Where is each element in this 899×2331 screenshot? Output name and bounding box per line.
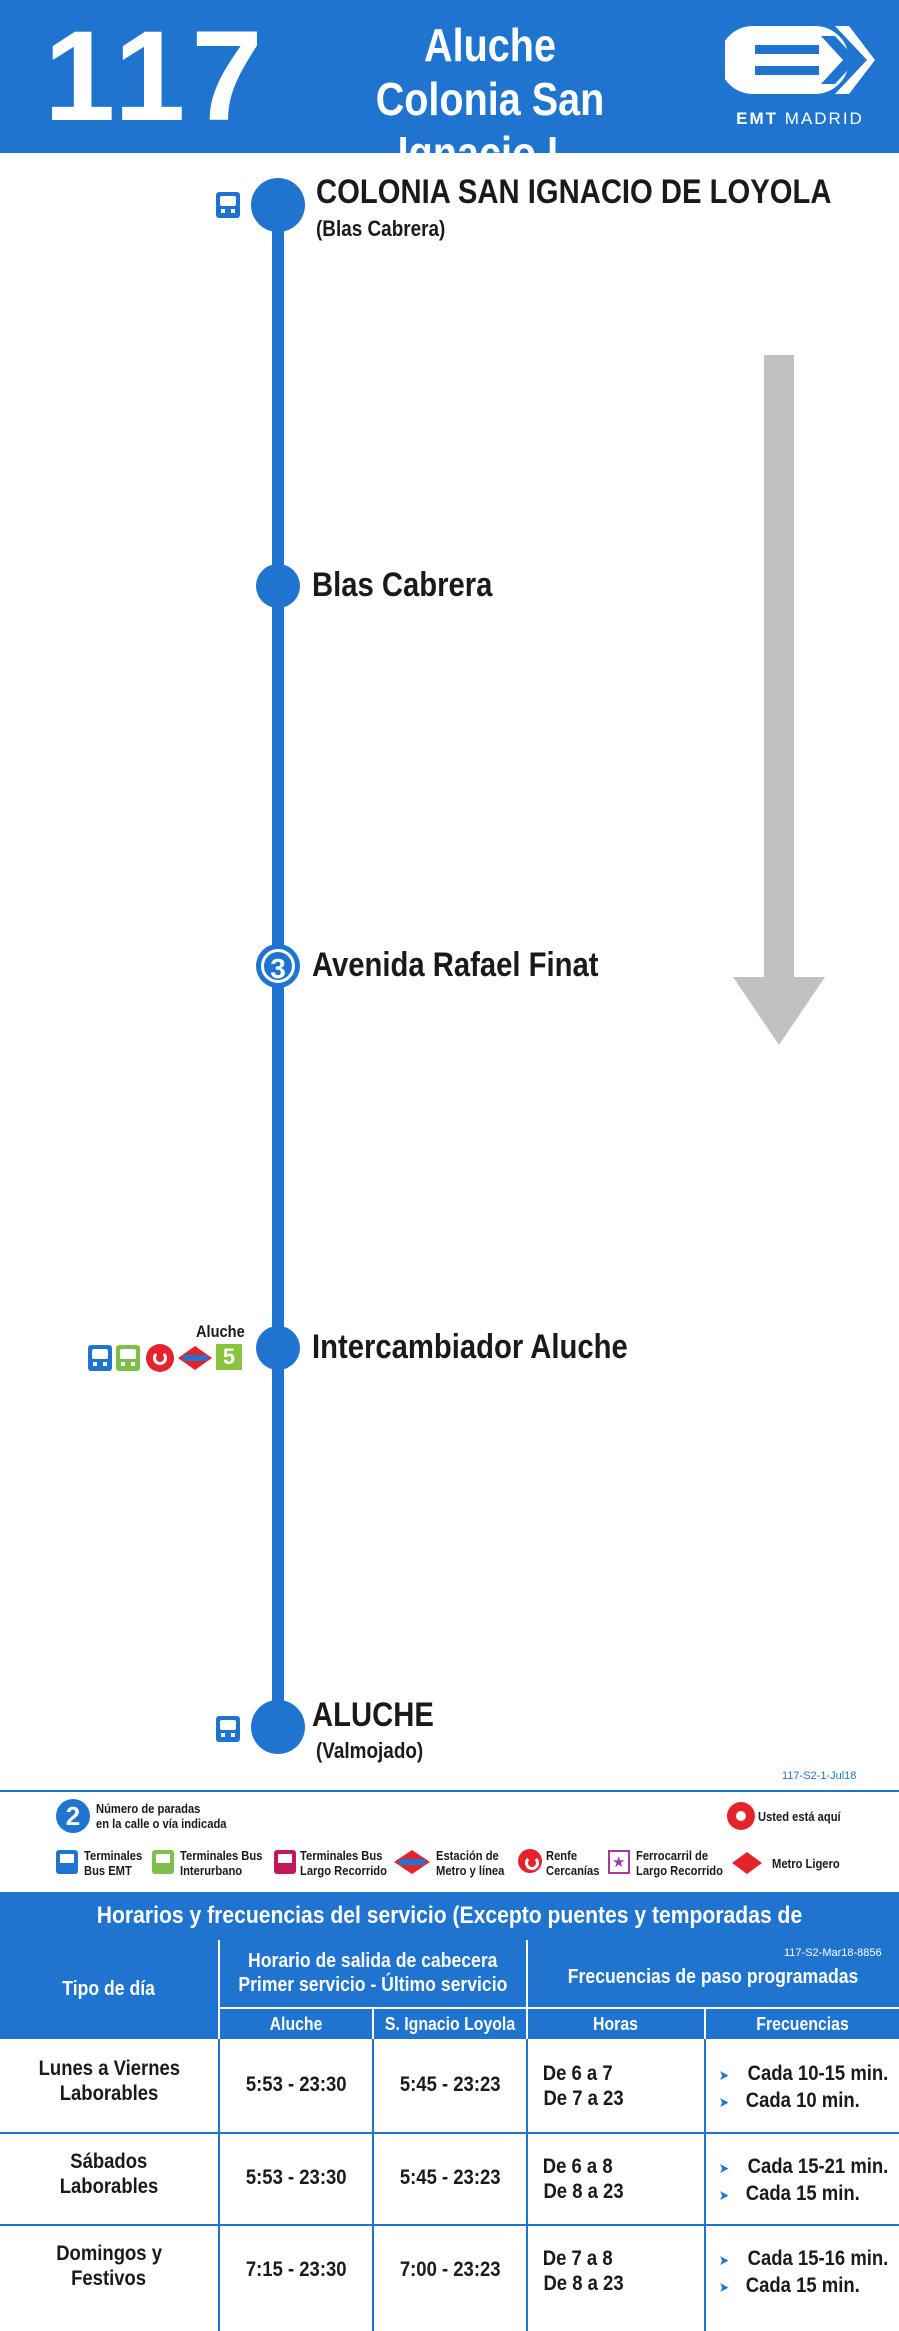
renfe-cercanias-icon xyxy=(146,1344,174,1372)
direction-arrow-shaft xyxy=(764,355,794,985)
route-title: Aluche Colonia San Ignacio L. xyxy=(314,18,667,180)
metro-line-badge: 5 xyxy=(216,1344,242,1370)
bus-terminal-emt-icon xyxy=(216,1716,240,1742)
frequencies: ➤Cada 15-21 min. ➤Cada 15 min. xyxy=(718,2154,898,2208)
stops-count: 3 xyxy=(261,949,295,984)
legend-bus-long-distance-icon xyxy=(274,1850,296,1874)
arrow-icon: ➤ xyxy=(718,2279,730,2295)
aluche-times: 5:53 - 23:30 xyxy=(245,2073,347,2096)
stop-name: Blas Cabrera xyxy=(312,566,493,604)
map-code: 117-S2-1-Jul18 xyxy=(782,1770,857,1782)
col-aluche: Aluche xyxy=(269,2014,323,2034)
aluche-times: 7:15 - 23:30 xyxy=(245,2258,347,2281)
legend-long-distance-rail-icon xyxy=(608,1850,630,1874)
emt-logo: EMT MADRID xyxy=(719,18,875,133)
timetable-code: 117-S2-Mar18-8856 xyxy=(784,1947,882,1959)
stop-subtitle: (Blas Cabrera) xyxy=(316,216,446,241)
col-loyola: S. Ignacio Loyola xyxy=(384,2014,516,2034)
logo-text: EMT MADRID xyxy=(736,109,864,128)
divider xyxy=(372,2008,374,2039)
bus-terminal-emt-icon xyxy=(216,192,240,218)
arrow-icon: ➤ xyxy=(718,2160,730,2176)
stop-marker xyxy=(256,564,300,608)
loyola-times: 5:45 - 23:23 xyxy=(399,2073,501,2096)
legend-light-rail-icon xyxy=(732,1852,762,1874)
arrow-icon: ➤ xyxy=(718,2067,730,2083)
arrow-icon: ➤ xyxy=(718,2094,730,2110)
metro-station-icon xyxy=(178,1346,212,1370)
stop-count-example-icon: 2 xyxy=(56,1799,90,1833)
legend-item: Metro Ligero xyxy=(772,1856,840,1871)
col-freq: Frecuencias xyxy=(756,2014,849,2034)
stop-name: Intercambiador Aluche xyxy=(312,1328,628,1366)
bus-terminal-interurban-icon xyxy=(116,1345,140,1371)
divider xyxy=(218,2039,220,2331)
you-are-here-label: Usted está aquí xyxy=(758,1809,841,1824)
divider xyxy=(0,2132,899,2134)
emt-logo-icon xyxy=(719,26,875,94)
frequencies: ➤Cada 15-16 min. ➤Cada 15 min. xyxy=(718,2246,898,2300)
divider xyxy=(526,2039,528,2331)
line-number: 117 xyxy=(44,5,269,148)
stop-marker xyxy=(251,178,305,232)
legend-stops-text: Número de paradas en la calle o vía indi… xyxy=(96,1801,227,1831)
loyola-times: 7:00 - 23:23 xyxy=(399,2258,501,2281)
divider xyxy=(218,2007,899,2009)
timetable-title: Horarios y frecuencias del servicio (Exc… xyxy=(0,1892,899,1977)
route-destination-2: Colonia San Ignacio L. xyxy=(375,73,605,179)
arrow-icon: ➤ xyxy=(718,2252,730,2268)
legend-bus-emt-icon xyxy=(56,1850,78,1874)
col-hours: Horas xyxy=(593,2014,639,2034)
timetable-header: Tipo de día Horario de salida de cabecer… xyxy=(0,1940,899,2039)
legend-renfe-icon xyxy=(518,1849,542,1873)
col-day-type: Tipo de día xyxy=(62,1978,156,2000)
col-frequencies: Frecuencias de paso programadas xyxy=(568,1966,859,1988)
legend-divider xyxy=(0,1790,899,1792)
loyola-times: 5:45 - 23:23 xyxy=(399,2166,501,2189)
route-destination-1: Aluche xyxy=(424,19,556,71)
legend-bus-interurban-icon xyxy=(152,1850,174,1874)
divider xyxy=(526,1940,528,2039)
legend-metro-icon xyxy=(394,1850,430,1874)
divider xyxy=(704,2039,706,2331)
stop-marker-with-count: 3 xyxy=(256,944,300,988)
header-banner: 117 Aluche Colonia San Ignacio L. EMT MA… xyxy=(0,0,899,179)
aluche-times: 5:53 - 23:30 xyxy=(245,2166,347,2189)
metro-station-name: Aluche xyxy=(196,1322,245,1341)
bus-terminal-emt-icon xyxy=(88,1345,112,1371)
divider xyxy=(218,1940,220,2039)
stop-subtitle: (Valmojado) xyxy=(316,1738,424,1763)
stop-marker xyxy=(251,1700,305,1754)
stop-name: COLONIA SAN IGNACIO DE LOYOLA xyxy=(316,173,832,211)
col-schedule: Horario de salida de cabecera Primer ser… xyxy=(238,1950,508,1996)
stop-name: Avenida Rafael Finat xyxy=(312,946,599,984)
direction-arrow-icon xyxy=(733,977,825,1045)
you-are-here-icon xyxy=(727,1802,755,1830)
divider xyxy=(0,2224,899,2226)
stop-name: ALUCHE xyxy=(312,1696,434,1734)
divider xyxy=(704,2008,706,2039)
stop-marker xyxy=(256,1326,300,1370)
frequencies: ➤Cada 10-15 min. ➤Cada 10 min. xyxy=(718,2061,898,2115)
arrow-icon: ➤ xyxy=(718,2187,730,2203)
divider xyxy=(372,2039,374,2331)
